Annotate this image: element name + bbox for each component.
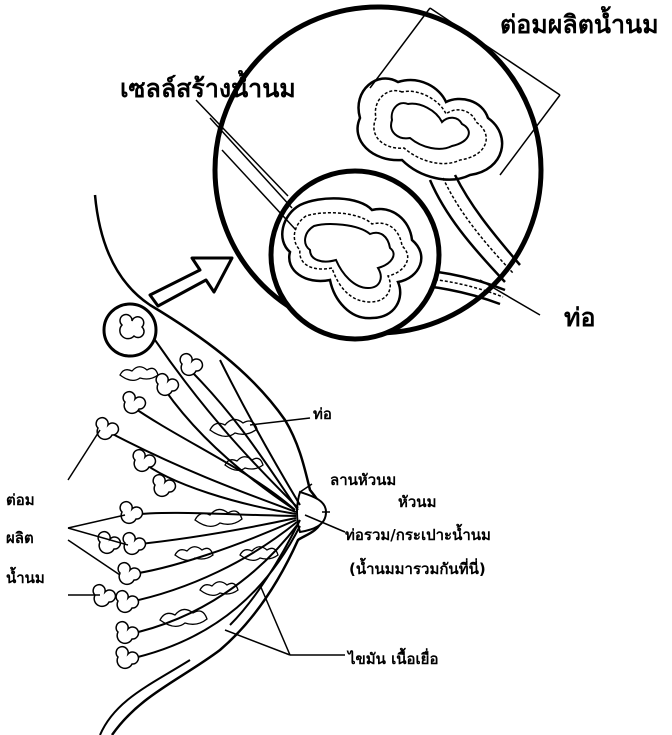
label-milk-cells: เซลล์สร้างน้ำนม — [120, 69, 296, 103]
label-sinus-note: (น้ำนมมารวมกันที่นี่) — [349, 557, 486, 578]
label-duct: ท่อ — [313, 405, 332, 423]
label-glands-left-3: น้ำนม — [6, 566, 45, 587]
label-nipple: หัวนม — [398, 493, 436, 511]
label-fat-tissue: ไขมัน เนื้อเยื่อ — [346, 647, 438, 668]
label-glands-left-1: ต่อม — [6, 491, 35, 509]
magnify-arrow — [150, 258, 232, 306]
magnified-view — [215, 7, 541, 339]
nipple-shape — [297, 492, 326, 532]
label-glands-top: ต่อมผลิตน้ำนม — [500, 5, 659, 39]
label-lactiferous-sinus: ท่อรวม/กระเปาะน้ำนม — [345, 523, 491, 544]
label-areola: ลานหัวนม — [330, 471, 396, 489]
label-glands-left-2: ผลิต — [6, 529, 34, 547]
label-duct-magnified: ท่อ — [564, 303, 596, 332]
